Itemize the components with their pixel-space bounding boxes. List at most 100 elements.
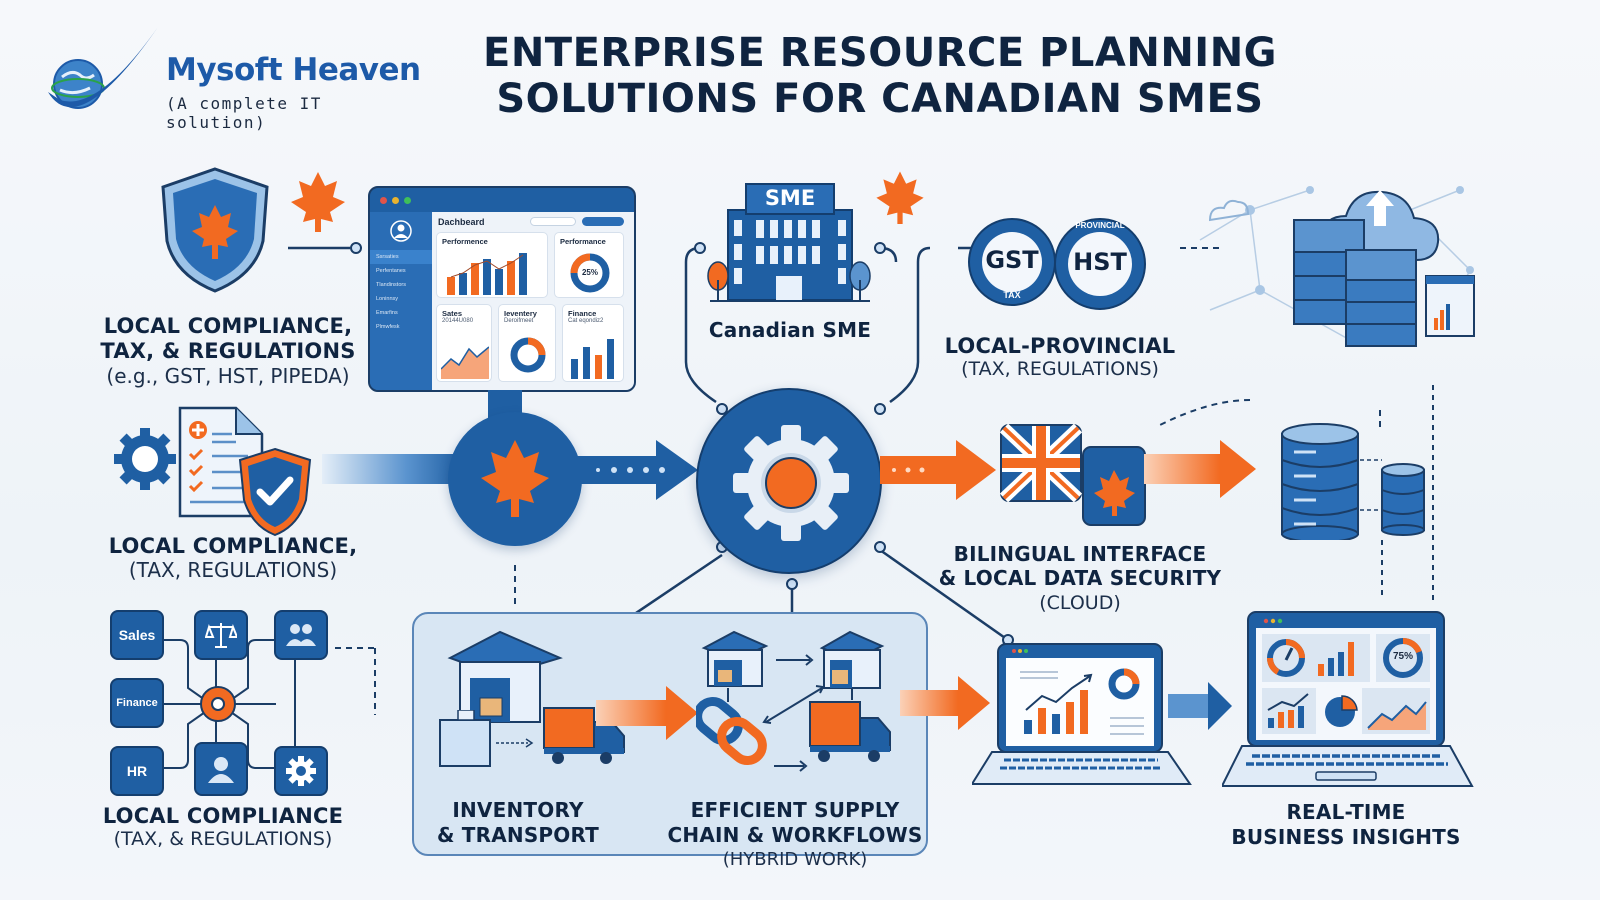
gear-icon (286, 756, 316, 786)
legal-module[interactable] (194, 610, 248, 660)
dashboard-action-button[interactable] (582, 217, 624, 226)
sidebar-item[interactable]: Loninnsy (376, 296, 399, 302)
supply-chain-title: EFFICIENT SUPPLY CHAIN & WORKFLOWS (667, 798, 923, 847)
analytics-laptop-icon (972, 643, 1192, 785)
donut-chart-icon (570, 253, 610, 293)
checklist-document-icon (178, 406, 264, 518)
compliance-top-subtitle: (e.g., GST, HST, PIPEDA) (106, 364, 350, 388)
gst-ring-text: TAX (1003, 290, 1021, 300)
bilingual-title: BILINGUAL INTERFACE & LOCAL DATA SECURIT… (938, 542, 1222, 590)
sales-card: Sates 20144U080 (436, 304, 492, 382)
title-line-2: SOLUTIONS FOR CANADIAN SMES (496, 76, 1264, 122)
flow-arrow-to-laptop (900, 676, 990, 730)
settings-module[interactable] (274, 746, 328, 796)
bar-chart-icon (571, 339, 614, 379)
scales-icon (205, 623, 237, 648)
flow-arrow-to-database (1144, 440, 1256, 498)
sidebar-item[interactable]: Perfentanes (376, 268, 406, 274)
module-hub-connectors (160, 639, 296, 769)
maple-leaf-icon (876, 171, 924, 224)
sidebar-item[interactable]: Plmwfesk (376, 324, 400, 330)
avatar-icon (390, 220, 412, 242)
supply-chain-icons (696, 630, 891, 772)
uk-flag-icon (1000, 424, 1082, 502)
canadian-sme-title: Canadian SME (708, 318, 872, 342)
gear-icon (733, 425, 849, 541)
page-title: ENTERPRISE RESOURCE PLANNING SOLUTIONS F… (440, 30, 1320, 122)
performance-bar-card: Performence (436, 232, 548, 298)
desk-icon (439, 710, 491, 767)
team-module[interactable] (274, 610, 328, 660)
dashed-arrow-icon (496, 738, 534, 748)
provincial-title: LOCAL-PROVINCIAL (944, 334, 1176, 358)
compliance-bottom-title: LOCAL COMPLIANCE (102, 804, 344, 828)
supply-chain-subtitle: (HYBRID WORK) (722, 849, 868, 870)
hr-module[interactable]: HR (110, 746, 164, 796)
logo-name: Mysoft Heaven (166, 52, 421, 88)
hst-badge: HST PROVINCIAL (1054, 218, 1146, 310)
canada-flag-icon (1082, 446, 1146, 526)
maple-leaf-icon (291, 172, 345, 232)
sme-building-icon (707, 183, 871, 302)
window-titlebar (370, 188, 634, 212)
insights-laptop-icon (1222, 611, 1474, 787)
performance-donut-card: Performance 25% (554, 232, 624, 298)
shield-maple-leaf-icon (161, 167, 269, 293)
truck-icon (543, 707, 625, 764)
minimize-dot-icon[interactable] (392, 196, 399, 204)
gst-label: GST (985, 246, 1039, 274)
gst-badge: GST TAX (968, 218, 1056, 306)
hst-ring-text: PROVINCIAL (1075, 221, 1125, 230)
finance-module[interactable]: Finance (110, 678, 164, 728)
title-line-1: ENTERPRISE RESOURCE PLANNING (483, 30, 1277, 76)
sidebar-item[interactable]: Ssrsaties (370, 250, 432, 264)
hub-ring-icon (200, 686, 236, 722)
gear-icon (114, 428, 176, 490)
flow-arrow-to-bilingual (880, 440, 996, 500)
dashboard-window: Ssrsaties Perfentanes Tlandinstors Lonin… (368, 186, 636, 392)
cloud-server-icon (1199, 186, 1475, 347)
insights-gauge-value: 75% (1392, 651, 1413, 662)
sales-module[interactable]: Sales (110, 610, 164, 660)
hst-label: HST (1073, 248, 1127, 276)
sidebar-item[interactable]: Emarfins (376, 310, 398, 316)
compliance-top-title: LOCAL COMPLIANCE, TAX, & REGULATIONS (100, 314, 356, 363)
gst-badge-inner (982, 232, 1042, 292)
finance-card: Finance Cat eqondiz2 (562, 304, 624, 382)
logo-tagline: (A complete IT solution) (166, 94, 322, 132)
logo: Mysoft Heaven (A complete IT solution) (38, 22, 428, 132)
donut-chart-icon (510, 337, 546, 373)
flow-arrow-to-gear (576, 440, 698, 500)
provincial-subtitle: (TAX, REGULATIONS) (961, 358, 1159, 380)
user-module[interactable] (194, 742, 248, 796)
bar-chart-icon (447, 253, 527, 295)
sidebar-item[interactable]: Tlandinstors (376, 282, 406, 288)
user-icon (208, 757, 234, 783)
bilingual-subtitle: (CLOUD) (1039, 592, 1121, 614)
inventory-title: INVENTORY & TRANSPORT (436, 798, 600, 847)
shield-check-icon (238, 447, 312, 537)
hst-badge-inner (1068, 232, 1132, 296)
dashboard-sidebar: Ssrsaties Perfentanes Tlandinstors Lonin… (370, 212, 432, 390)
maple-leaf-icon (481, 440, 549, 517)
team-icon (286, 624, 316, 646)
flow-arrow-left (322, 454, 462, 484)
hub-ring-center (211, 697, 225, 711)
close-dot-icon[interactable] (380, 196, 387, 204)
insights-title: REAL-TIME BUSINESS INSIGHTS (1231, 800, 1461, 849)
compliance-mid-subtitle: (TAX, REGULATIONS) (128, 558, 338, 582)
maple-circle-node (448, 412, 582, 546)
flow-arrow-inventory-supply (596, 686, 698, 740)
dashboard-title: Dachbeard (438, 217, 485, 227)
dashboard-search-input[interactable] (530, 217, 576, 226)
database-icon (1281, 423, 1425, 540)
globe-swoosh-logo-icon (48, 27, 158, 109)
dashboard-main: Dachbeard Performence Performance 25% (432, 212, 634, 390)
inventory-card: Ieventery Deroifmeet (498, 304, 556, 382)
sme-building-label: SME (764, 186, 816, 210)
compliance-bottom-subtitle: (TAX, & REGULATIONS) (113, 828, 333, 850)
central-erp-gear-node (696, 388, 882, 574)
flow-arrow-to-insights (1168, 682, 1232, 730)
maximize-dot-icon[interactable] (404, 196, 411, 204)
donut-value: 25% (581, 268, 598, 277)
